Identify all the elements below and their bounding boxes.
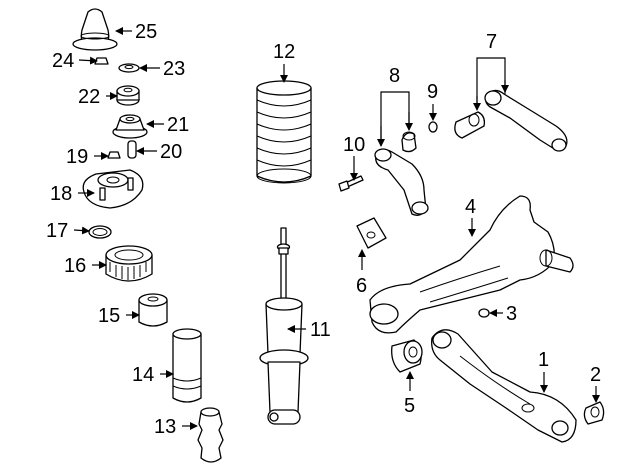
leader-lines xyxy=(73,27,600,430)
part-9-nut xyxy=(428,121,438,133)
part-3-nut xyxy=(478,308,490,318)
callout-24: 24 xyxy=(52,50,74,72)
part-1-lower-control-arm xyxy=(431,329,577,443)
part-7-upper-control-arm xyxy=(454,89,568,152)
callout-22: 22 xyxy=(78,86,100,108)
part-13-jounce-bumper xyxy=(197,407,224,463)
part-10-bolt xyxy=(338,175,364,192)
part-12-coil-spring xyxy=(256,80,312,184)
callout-21: 21 xyxy=(167,114,189,136)
part-21-mount-insulator xyxy=(112,114,148,139)
part-8-upper-link-arm xyxy=(374,131,429,216)
callout-10: 10 xyxy=(343,134,365,156)
callout-3: 3 xyxy=(506,303,517,325)
callout-15: 15 xyxy=(98,305,120,327)
callout-1: 1 xyxy=(538,349,549,371)
part-11-shock-absorber xyxy=(259,227,309,425)
part-15-bump-cap xyxy=(138,293,168,327)
callout-12: 12 xyxy=(273,41,295,63)
callout-25: 25 xyxy=(135,21,157,43)
part-19-nut xyxy=(107,151,121,159)
part-4-trailing-arm xyxy=(369,195,574,334)
callout-19: 19 xyxy=(66,146,88,168)
part-2-bushing xyxy=(583,401,605,425)
callout-14: 14 xyxy=(132,364,154,386)
part-6-bracket xyxy=(356,217,387,249)
callout-18: 18 xyxy=(50,183,72,205)
callout-16: 16 xyxy=(64,255,86,277)
part-14-dust-cover xyxy=(172,328,202,403)
part-23-washer xyxy=(118,63,140,73)
callout-7: 7 xyxy=(486,31,497,53)
callout-4: 4 xyxy=(465,196,476,218)
callout-23: 23 xyxy=(163,58,185,80)
callout-17: 17 xyxy=(46,220,68,242)
part-16-spring-seat xyxy=(105,245,153,282)
part-17-o-ring xyxy=(88,225,112,239)
part-18-upper-mount-plate xyxy=(82,169,144,209)
part-5-bushing xyxy=(391,339,423,373)
callout-5: 5 xyxy=(404,395,415,417)
part-20-stud xyxy=(127,140,137,159)
part-22-bushing xyxy=(116,85,140,106)
callout-20: 20 xyxy=(160,141,182,163)
callout-9: 9 xyxy=(427,81,438,103)
callout-6: 6 xyxy=(356,275,367,297)
callout-8: 8 xyxy=(389,65,400,87)
callout-2: 2 xyxy=(590,364,601,386)
part-25-dust-boot xyxy=(72,8,118,51)
callout-11: 11 xyxy=(310,319,331,341)
callout-13: 13 xyxy=(154,416,176,438)
